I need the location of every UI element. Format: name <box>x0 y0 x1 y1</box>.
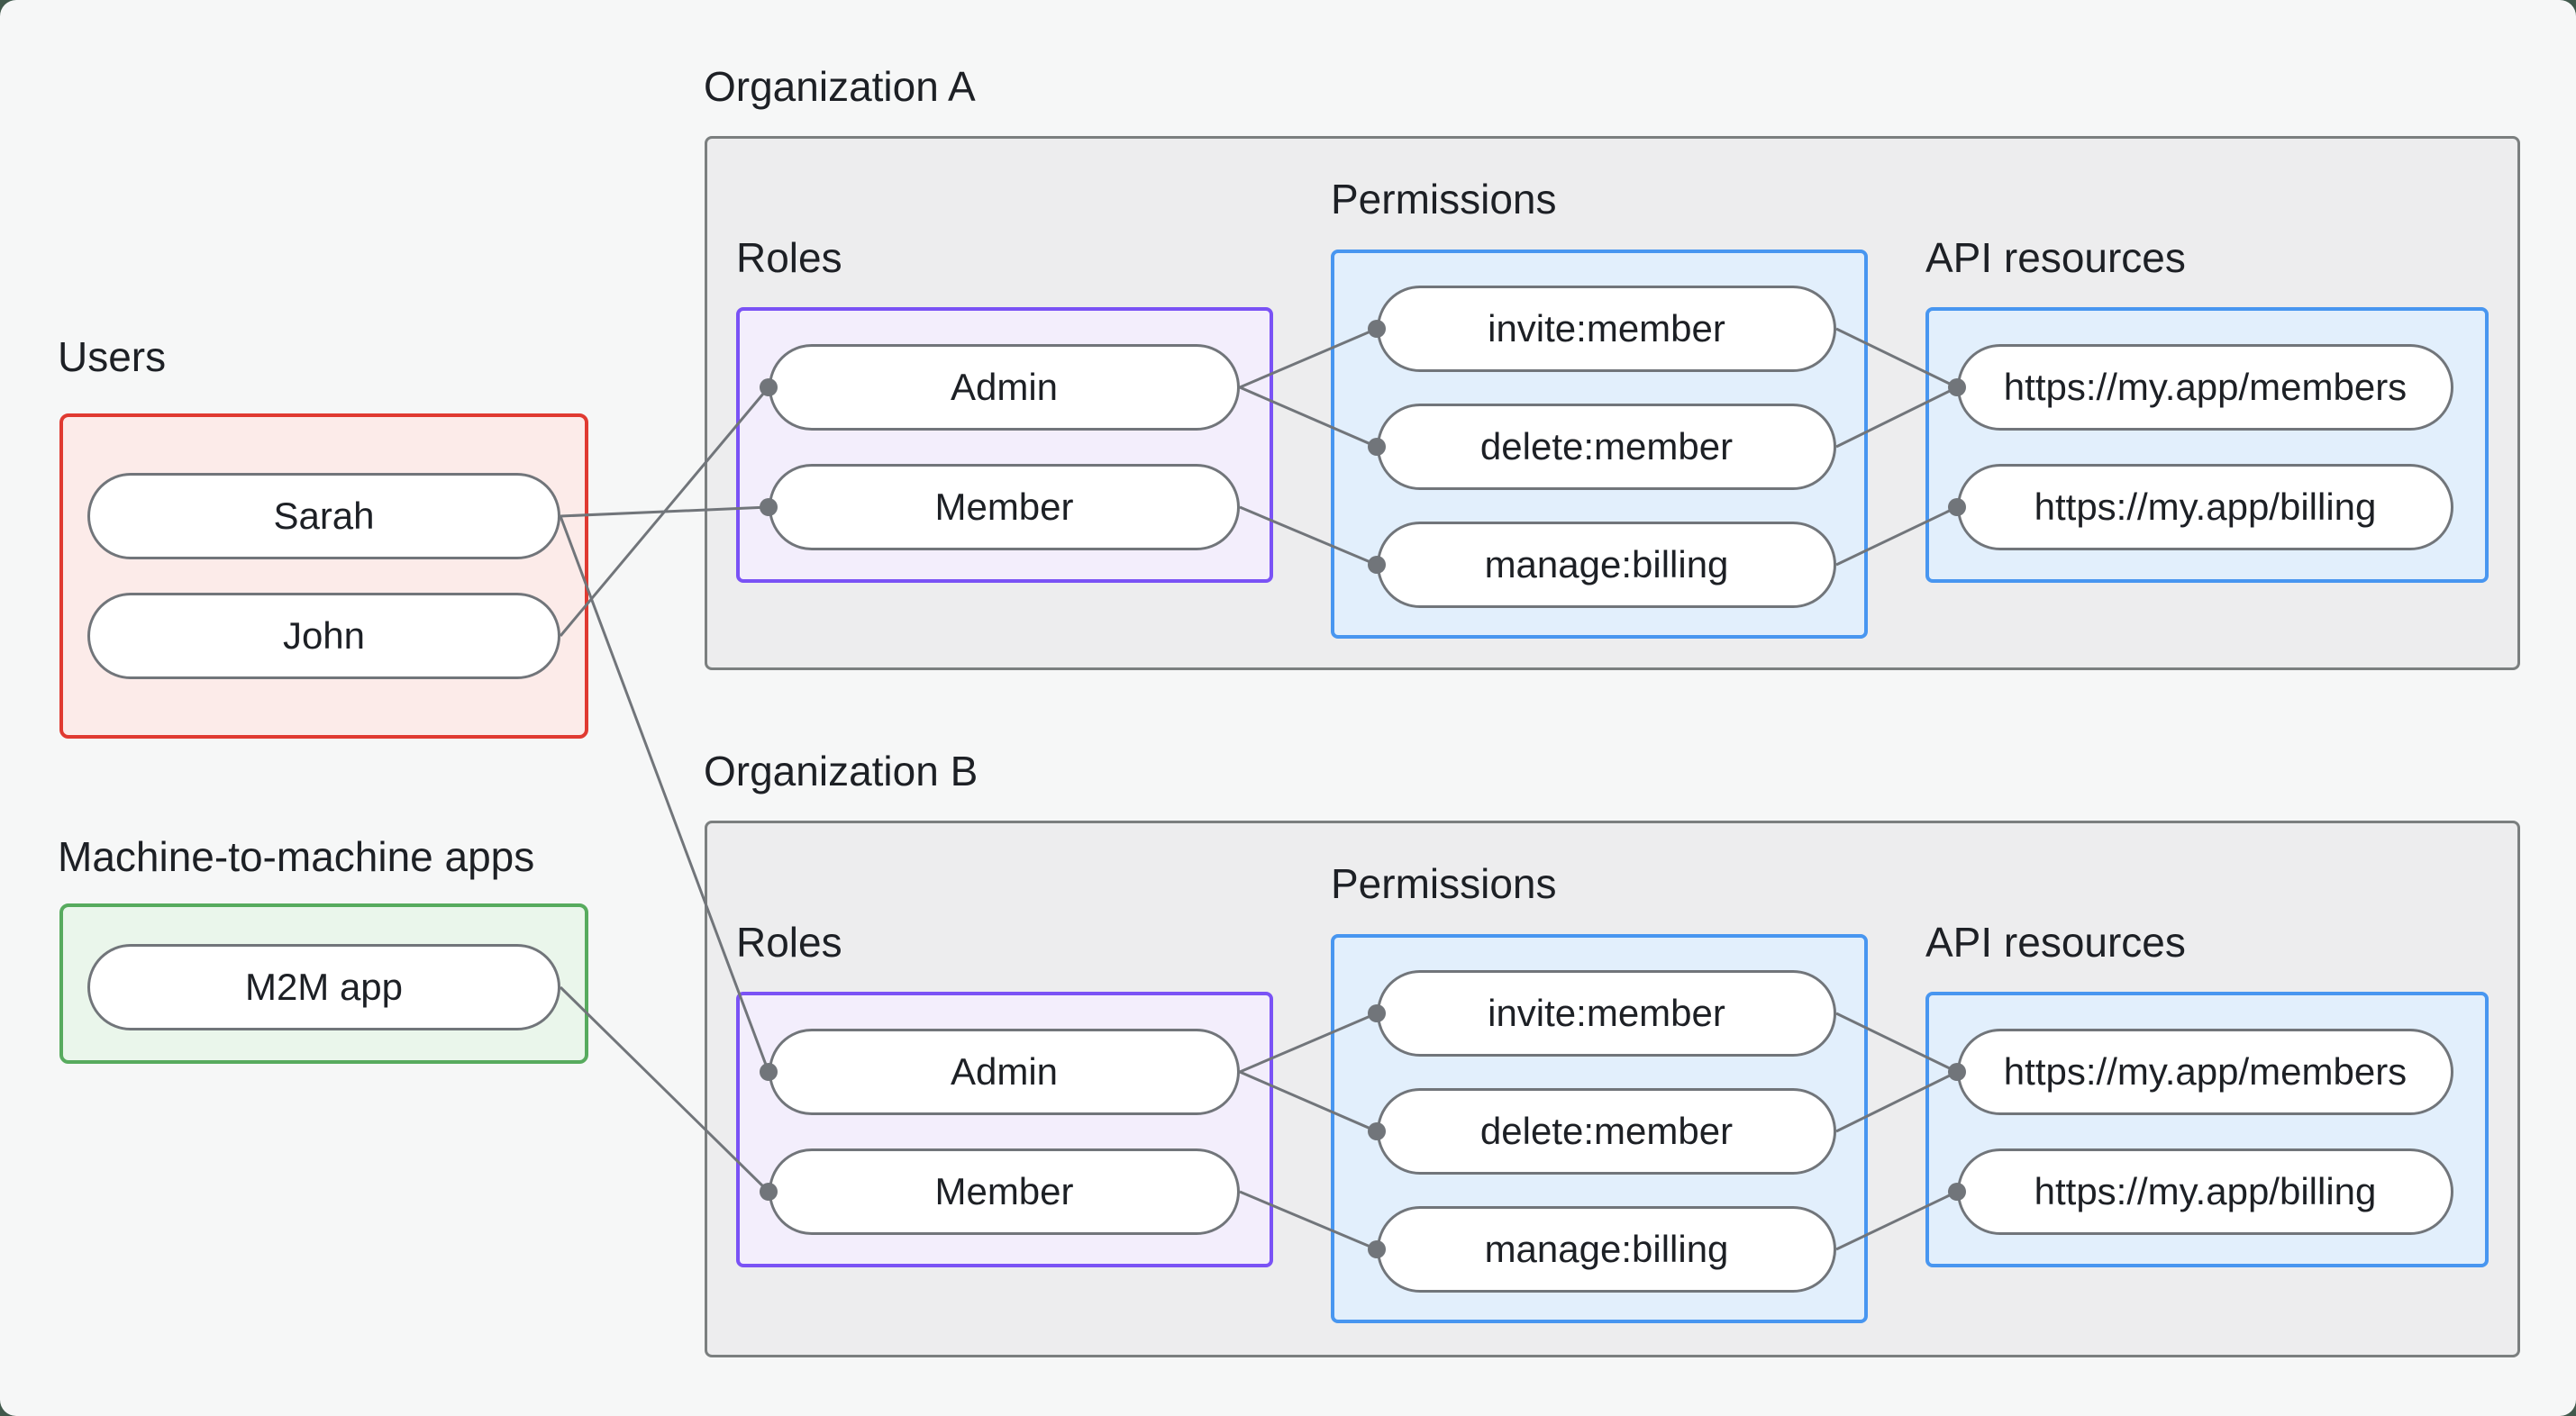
org-a-api-billing: https://my.app/billing <box>1957 464 2453 550</box>
org-b-api-members: https://my.app/members <box>1957 1029 2453 1115</box>
org-a-permission-delete-member: delete:member <box>1377 404 1836 490</box>
org-b-permission-manage-billing-label: manage:billing <box>1484 1228 1729 1270</box>
users-group-box <box>59 413 588 739</box>
org-a-permission-delete-member-label: delete:member <box>1479 425 1734 467</box>
org-b-api-billing-label: https://my.app/billing <box>2034 1170 2377 1212</box>
org-b-permission-invite-member-label: invite:member <box>1488 992 1725 1034</box>
org-a-role-member: Member <box>769 464 1240 550</box>
org-b-permissions-label: Permissions <box>1331 860 1557 907</box>
users-group-label: Users <box>58 333 167 380</box>
org-a-label: Organization A <box>704 63 976 110</box>
org-b-label: Organization B <box>704 748 979 794</box>
org-a-api-members-label: https://my.app/members <box>2003 366 2408 408</box>
org-b-roles-label: Roles <box>736 919 842 966</box>
org-a-permission-manage-billing-label: manage:billing <box>1484 543 1729 585</box>
org-b-api-billing: https://my.app/billing <box>1957 1148 2453 1235</box>
org-b-permission-delete-member-label: delete:member <box>1479 1110 1734 1152</box>
m2m-app-node-label: M2M app <box>244 966 404 1008</box>
org-a-api-members: https://my.app/members <box>1957 344 2453 431</box>
org-b-permission-delete-member: delete:member <box>1377 1088 1836 1175</box>
org-b-permission-invite-member: invite:member <box>1377 970 1836 1057</box>
user-node-john-label: John <box>282 614 366 657</box>
org-a-role-member-label: Member <box>934 486 1074 528</box>
org-b-role-member-label: Member <box>934 1170 1074 1212</box>
org-b-role-member: Member <box>769 1148 1240 1235</box>
org-b-permission-manage-billing: manage:billing <box>1377 1206 1836 1293</box>
org-b-role-admin-label: Admin <box>950 1050 1059 1093</box>
org-b-role-admin: Admin <box>769 1029 1240 1115</box>
org-a-api-resources-label: API resources <box>1925 234 2186 281</box>
user-node-sarah: Sarah <box>87 473 560 559</box>
user-node-sarah-label: Sarah <box>273 495 375 537</box>
org-b-api-members-label: https://my.app/members <box>2003 1050 2408 1093</box>
org-a-role-admin-label: Admin <box>950 366 1059 408</box>
user-node-john: John <box>87 593 560 679</box>
org-a-permissions-label: Permissions <box>1331 176 1557 222</box>
org-a-role-admin: Admin <box>769 344 1240 431</box>
org-a-permission-invite-member-label: invite:member <box>1488 307 1725 349</box>
org-a-permission-invite-member: invite:member <box>1377 286 1836 372</box>
org-b-api-resources-label: API resources <box>1925 919 2186 966</box>
m2m-app-node: M2M app <box>87 944 560 1030</box>
org-a-roles-label: Roles <box>736 234 842 281</box>
org-a-permission-manage-billing: manage:billing <box>1377 522 1836 608</box>
org-a-api-billing-label: https://my.app/billing <box>2034 486 2377 528</box>
m2m-group-label: Machine-to-machine apps <box>58 833 535 880</box>
